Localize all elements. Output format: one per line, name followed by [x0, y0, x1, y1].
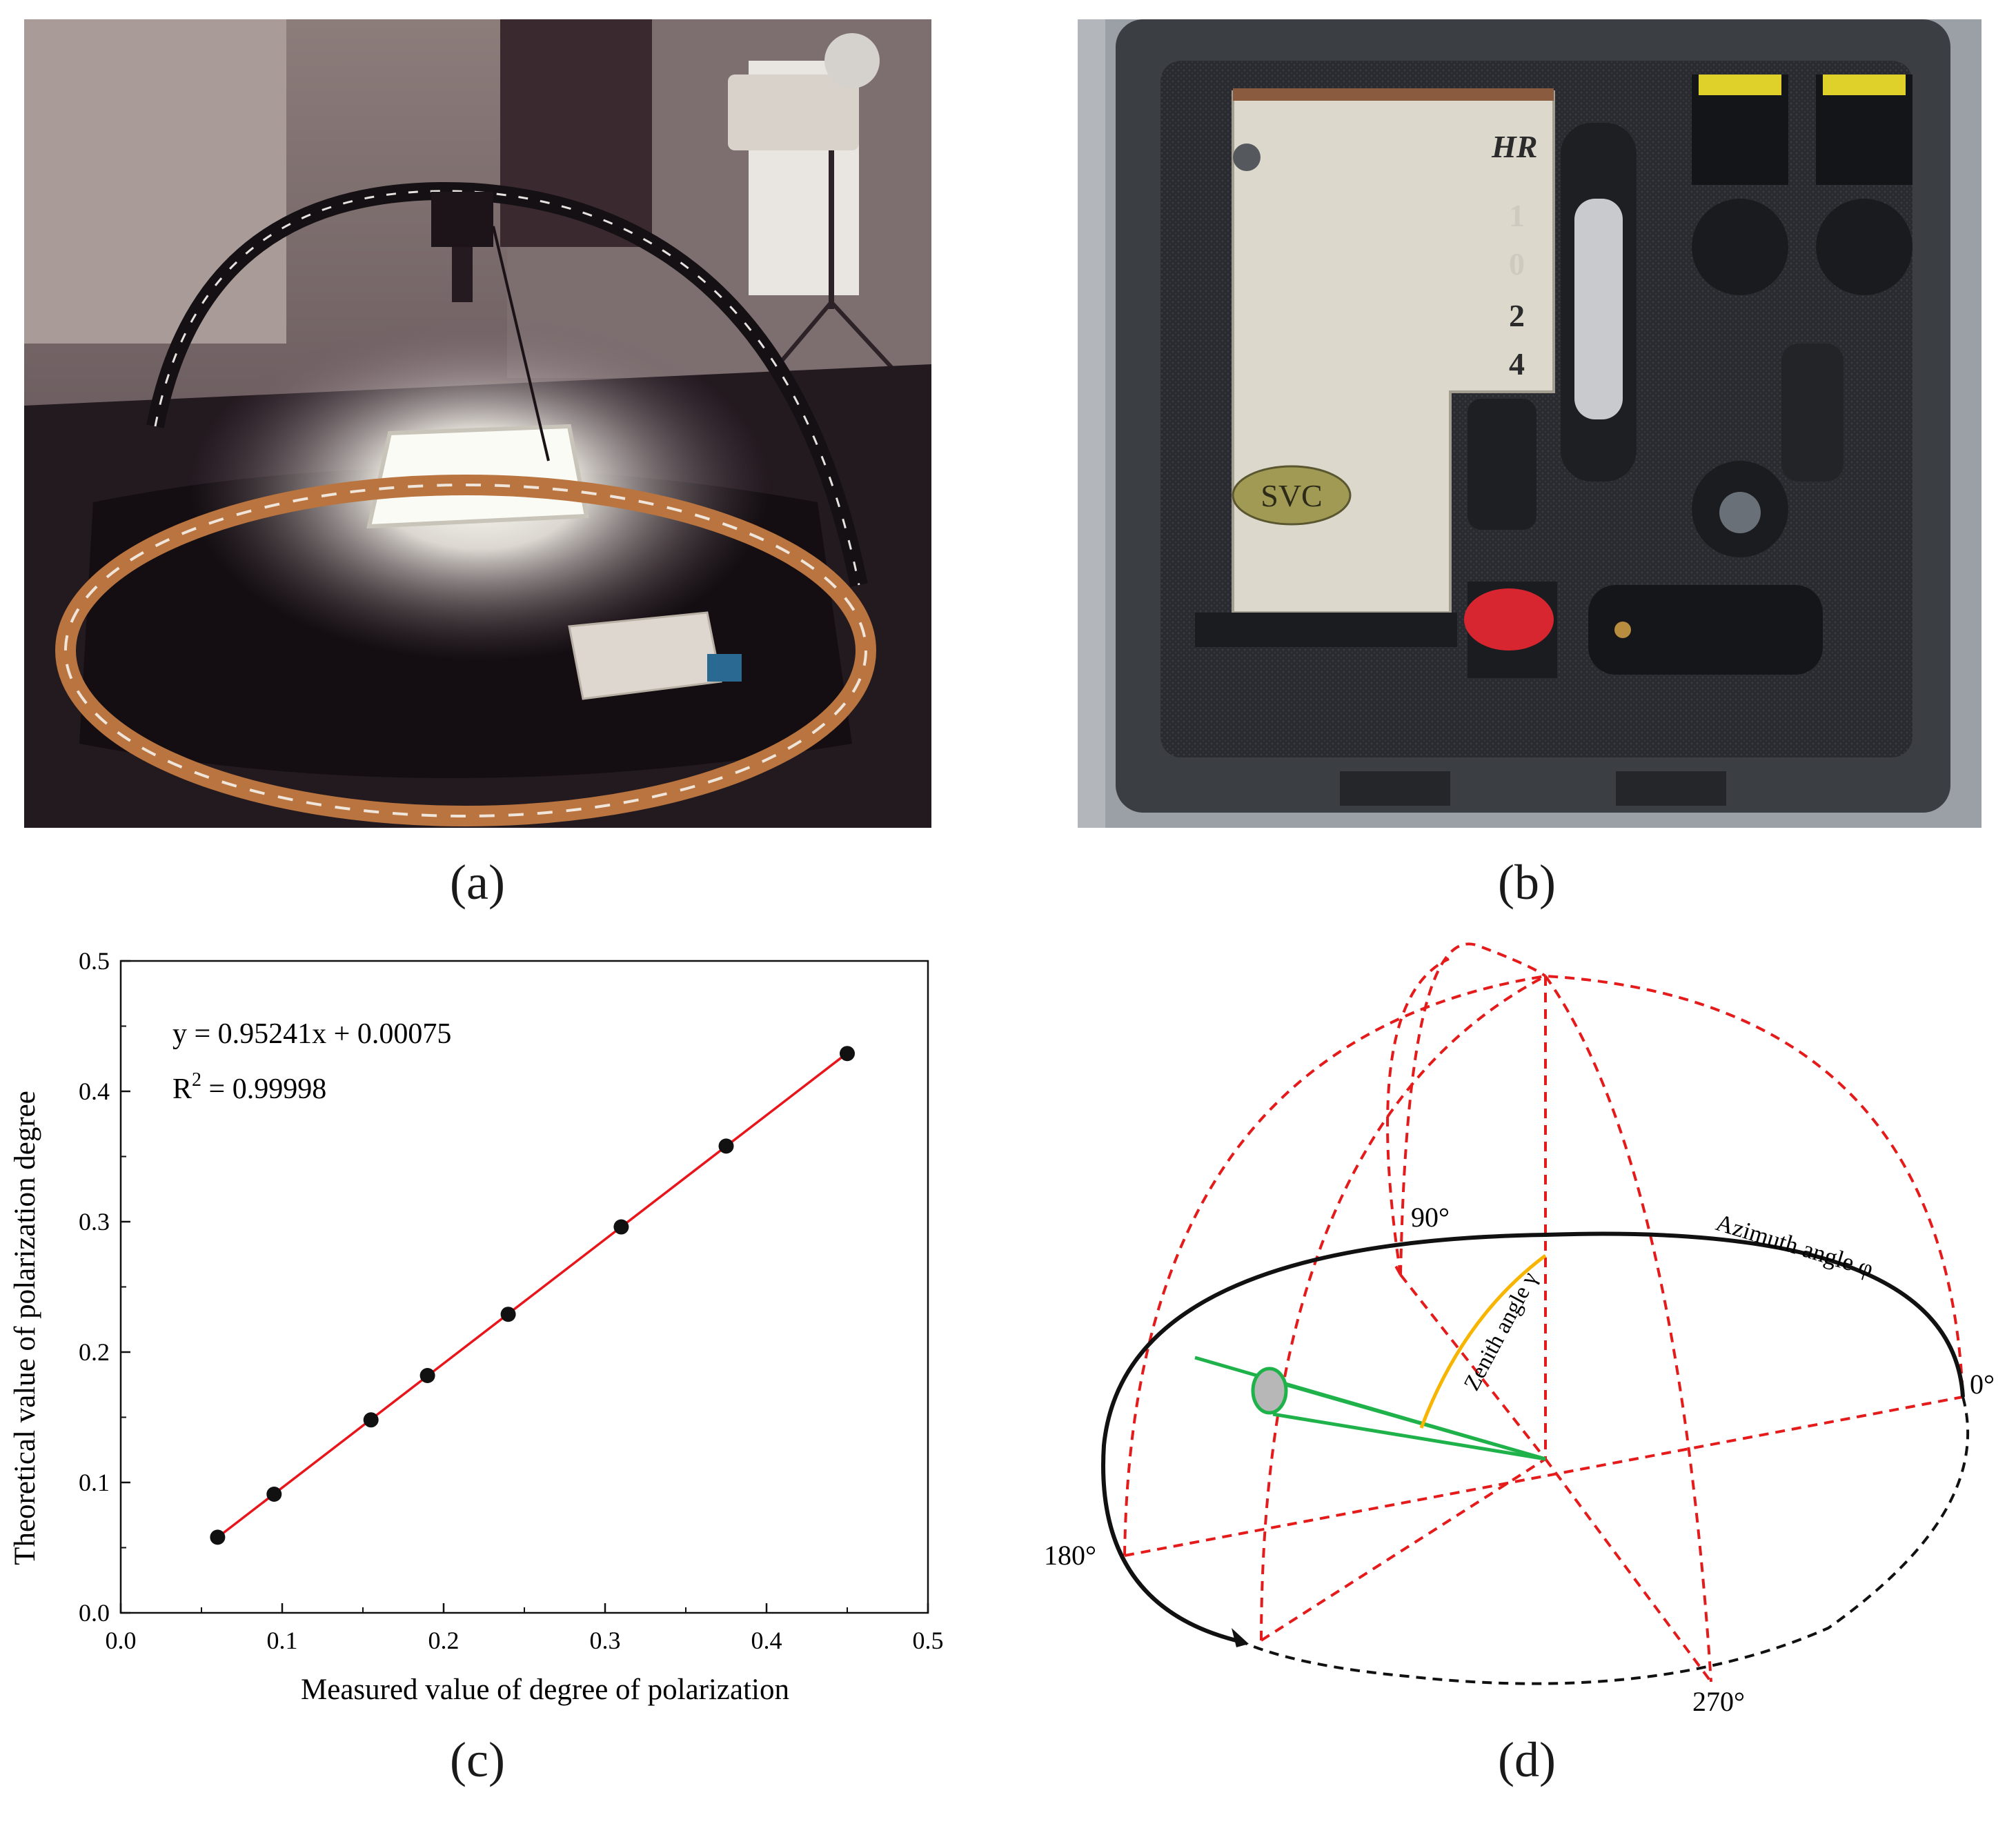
sensor-ray [1194, 1356, 1546, 1461]
panel-c-chart: 0.0 0.1 0.2 0.3 0.4 0.5 0.0 0.1 0.2 0.3 0.4 0.5 y … [0, 917, 966, 1745]
label-90-deg: 90° [1411, 1202, 1450, 1233]
data-point [718, 1138, 734, 1154]
caption-c: (c) [450, 1732, 505, 1787]
spectroradiometer-case-photo: HR 1 0 2 4 SVC [1078, 19, 1982, 828]
svc-logo-text: SVC [1261, 478, 1322, 513]
data-point [266, 1487, 282, 1502]
x-axis-ticks: 0.0 0.1 0.2 0.3 0.4 0.5 [106, 1603, 944, 1654]
azimuth-circle-dashed [1241, 1396, 1970, 1685]
panel-b-photo: HR 1 0 2 4 SVC [1078, 19, 1982, 828]
goniometer-photo [24, 19, 935, 828]
svc-logo [1232, 465, 1352, 526]
y-tick-label: 0.5 [79, 947, 110, 975]
x-tick-label: 0.2 [428, 1627, 459, 1654]
y-tick-label: 0.3 [79, 1208, 110, 1235]
y-axis-label: Theoretical value of polarization degree [9, 1091, 41, 1565]
fit-line [217, 1052, 849, 1538]
y-tick-label: 0.1 [79, 1469, 110, 1496]
label-0-deg: 0° [1970, 1369, 1995, 1400]
caption-b: (b) [1498, 855, 1556, 910]
polarization-scatter-chart: 0.0 0.1 0.2 0.3 0.4 0.5 0.0 0.1 0.2 0.3 0.4 0.5 y … [9, 947, 944, 1706]
x-tick-label: 0.4 [751, 1627, 782, 1654]
device-label-1: 1 [1509, 198, 1525, 233]
device-label-0: 0 [1509, 246, 1525, 281]
plot-area: 0.0 0.1 0.2 0.3 0.4 0.5 0.0 0.1 0.2 0.3 0.4 0.5 [79, 947, 944, 1654]
hemisphere-angle-diagram: 90° 0° 180° 270° Azimuth angle φ Zenith … [1044, 942, 1995, 1717]
device-label-2: 2 [1509, 298, 1525, 333]
data-point [500, 1307, 516, 1322]
data-point [840, 1046, 855, 1062]
device-label-hr: HR [1491, 129, 1537, 164]
r-squared-label: R2 = 0.99998 [172, 1069, 326, 1105]
sensor-field-of-view-icon [1251, 1367, 1288, 1415]
data-points [210, 1046, 855, 1545]
data-point [210, 1529, 226, 1545]
y-tick-label: 0.0 [79, 1599, 110, 1627]
data-point [419, 1368, 435, 1384]
fit-equation: y = 0.95241x + 0.00075 [172, 1018, 451, 1050]
label-180-deg: 180° [1044, 1540, 1096, 1571]
y-tick-label: 0.2 [79, 1338, 110, 1366]
device-label-4: 4 [1509, 346, 1525, 381]
x-axis-label: Measured value of degree of polarization [301, 1674, 789, 1706]
label-azimuth-angle: Azimuth angle φ [1713, 1209, 1877, 1282]
azimuth-arrow-icon [1232, 1628, 1249, 1647]
y-tick-label: 0.4 [79, 1078, 110, 1105]
plot-frame [119, 960, 929, 1614]
dashed-meridians [1123, 942, 1964, 1683]
zenith-angle-arc [1419, 1254, 1547, 1429]
caption-d: (d) [1498, 1732, 1556, 1787]
x-tick-label: 0.3 [590, 1627, 621, 1654]
y-axis-ticks: 0.0 0.1 0.2 0.3 0.4 0.5 [79, 947, 130, 1627]
panel-a-photo [24, 19, 935, 828]
x-tick-label: 0.1 [267, 1627, 298, 1654]
data-point [613, 1219, 629, 1235]
panel-d-diagram: 90° 0° 180° 270° Azimuth angle φ Zenith … [1035, 917, 2016, 1731]
label-270-deg: 270° [1692, 1686, 1745, 1717]
data-point [363, 1412, 379, 1428]
x-tick-label: 0.5 [913, 1627, 944, 1654]
x-tick-label: 0.0 [106, 1627, 137, 1654]
azimuth-circle-solid [1101, 1231, 1965, 1644]
caption-a: (a) [450, 855, 505, 910]
